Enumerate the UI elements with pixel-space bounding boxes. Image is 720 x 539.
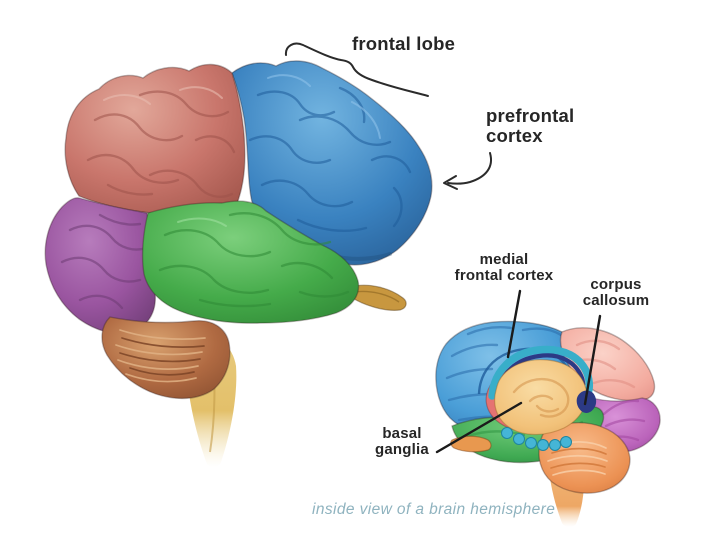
main-cerebellum	[101, 316, 231, 400]
hippocampus-bumps	[501, 427, 572, 451]
caption: inside view of a brain hemisphere	[312, 501, 556, 518]
main-brain	[44, 60, 433, 468]
prefrontal-cortex-arrowhead	[443, 175, 458, 190]
corpus-callosum-arc	[488, 345, 594, 400]
main-nerve-stub-line	[354, 290, 400, 303]
annotations	[284, 42, 602, 454]
basal-ganglia-label: basal ganglia	[375, 425, 429, 459]
inset-brain	[435, 320, 661, 527]
inset-deep-structures	[485, 345, 597, 451]
corpus-callosum-leader-line	[583, 314, 602, 406]
corpus-callosum-label: corpus callosum	[582, 276, 650, 310]
inset-nerve-stub	[450, 435, 492, 453]
frontal-lobe-brace	[284, 42, 429, 97]
medial-frontal-cortex-label: medial frontal cortex	[454, 251, 554, 285]
prefrontal-cortex-label: prefrontal cortex	[486, 105, 575, 146]
basal-ganglia-leader-line	[435, 401, 523, 454]
frontal-lobe-label: frontal lobe	[352, 33, 456, 54]
medial-frontal-leader-line	[506, 289, 522, 359]
main-occipital-lobe	[44, 197, 157, 335]
main-parietal-lobe	[64, 63, 246, 217]
main-frontal-lobe	[231, 60, 433, 266]
main-temporal-lobe	[141, 200, 360, 324]
prefrontal-cortex-arrow	[447, 152, 492, 185]
